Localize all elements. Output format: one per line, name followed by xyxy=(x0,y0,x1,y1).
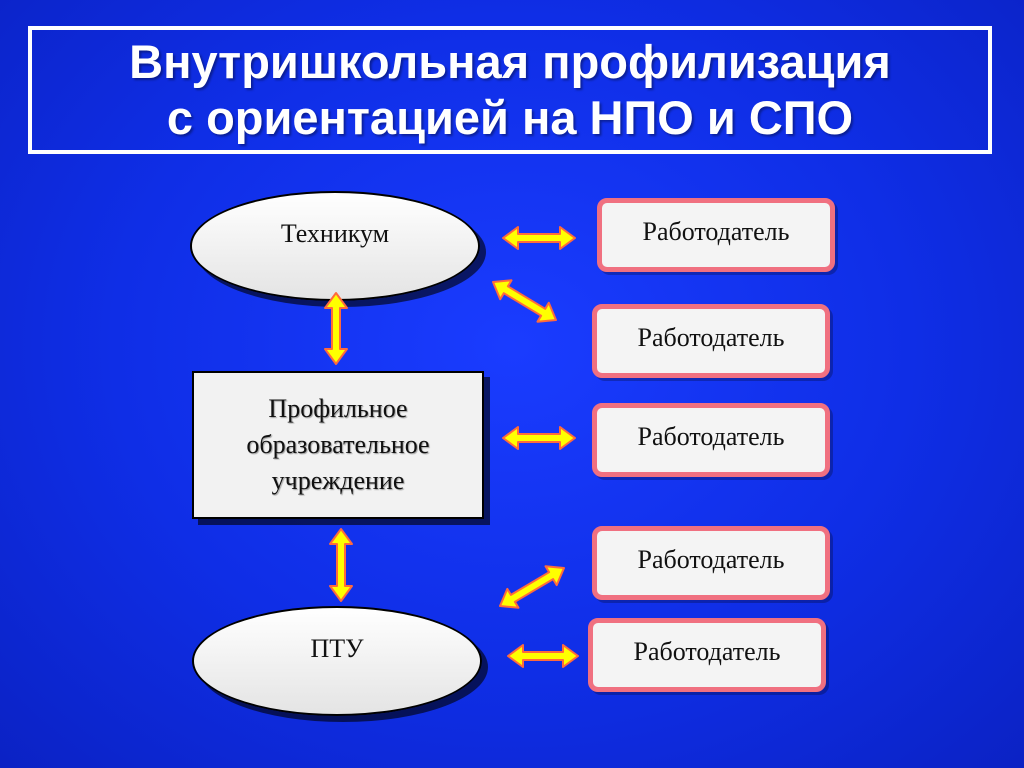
ptu-label: ПТУ xyxy=(310,634,364,663)
arrow-technikum-employer-2 xyxy=(492,279,557,323)
employer-box-3: Работодатель xyxy=(592,403,830,477)
employer-label-2: Работодатель xyxy=(637,323,785,352)
employer-label-3: Работодатель xyxy=(637,422,785,451)
arrow-institution-ptu xyxy=(329,528,353,602)
ptu-node: ПТУ xyxy=(192,606,482,716)
arrow-technikum-employer-1 xyxy=(502,226,576,250)
profile-institution-node: Профильное образовательное учреждение xyxy=(192,371,484,519)
title-line-2: с ориентацией на НПО и СПО xyxy=(166,91,854,144)
profile-institution-line-1: Профильное xyxy=(268,394,408,423)
profile-institution-line-2: образовательное xyxy=(246,430,430,459)
title-box: Внутришкольная профилизация с ориентацие… xyxy=(28,26,992,154)
arrow-ptu-employer-5 xyxy=(507,644,579,668)
arrow-technikum-institution xyxy=(324,292,348,365)
employer-label-1: Работодатель xyxy=(642,217,790,246)
employer-label-4: Работодатель xyxy=(637,545,785,574)
employer-label-5: Работодатель xyxy=(633,637,781,666)
employer-box-4: Работодатель xyxy=(592,526,830,600)
employer-box-5: Работодатель xyxy=(588,618,826,692)
arrow-institution-employer-3 xyxy=(502,426,576,450)
employer-box-2: Работодатель xyxy=(592,304,830,378)
profile-institution-line-3: учреждение xyxy=(271,466,405,495)
employer-box-1: Работодатель xyxy=(597,198,835,272)
technikum-label: Техникум xyxy=(280,219,390,248)
arrow-ptu-employer-4 xyxy=(499,565,565,609)
title-line-1: Внутришкольная профилизация xyxy=(129,35,891,88)
